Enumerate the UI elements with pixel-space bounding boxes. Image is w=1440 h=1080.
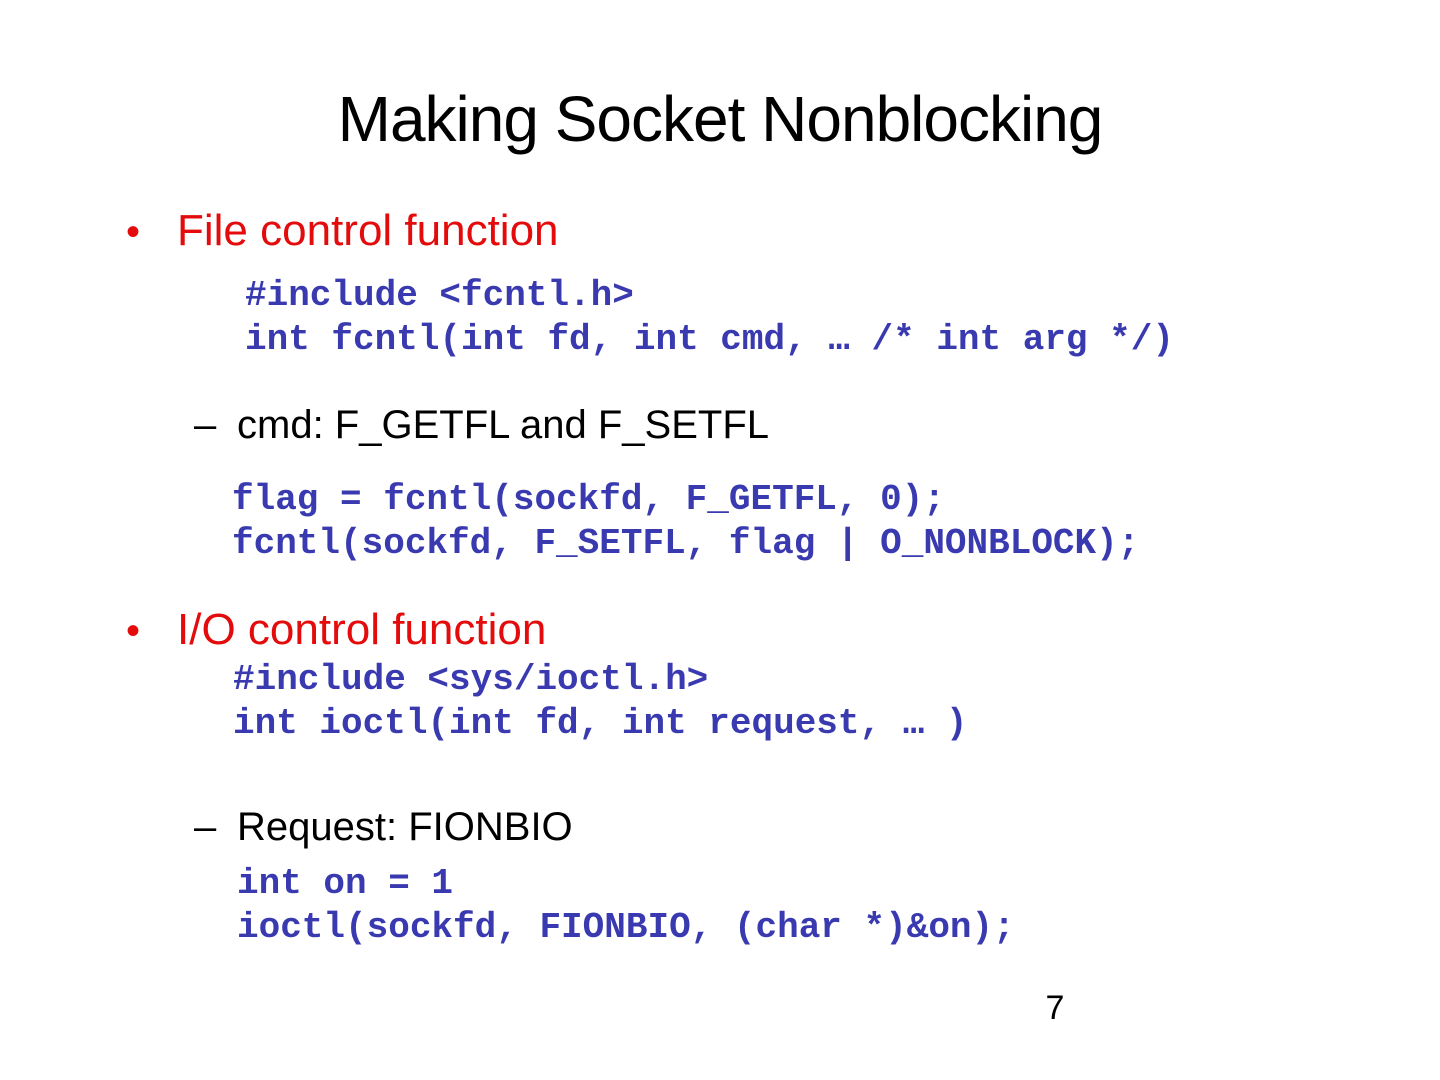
code-block-ioctl-example: int on = 1 ioctl(sockfd, FIONBIO, (char … (237, 862, 1015, 950)
code-line: flag = fcntl(sockfd, F_GETFL, 0); (232, 479, 945, 520)
section-heading-label: I/O control function (177, 605, 547, 654)
sub-item-label: Request: FIONBIO (237, 805, 573, 849)
code-line: ioctl(sockfd, FIONBIO, (char *)&on); (237, 907, 1015, 948)
bullet-icon: • (126, 609, 141, 653)
section-heading-label: File control function (177, 206, 559, 255)
code-line: int fcntl(int fd, int cmd, … /* int arg … (245, 319, 1174, 360)
section-heading-io-control: • I/O control function (126, 605, 546, 656)
sub-item-cmd: – cmd: F_GETFL and F_SETFL (194, 401, 769, 449)
bullet-icon: • (126, 210, 141, 254)
code-line: #include <sys/ioctl.h> (233, 659, 709, 700)
code-block-fcntl-example: flag = fcntl(sockfd, F_GETFL, 0); fcntl(… (232, 478, 1139, 566)
page-title: Making Socket Nonblocking (337, 83, 1104, 155)
section-heading-file-control: • File control function (126, 206, 559, 257)
page-number: 7 (1045, 989, 1065, 1027)
dash-icon: – (194, 403, 217, 447)
code-line: int ioctl(int fd, int request, … ) (233, 703, 968, 744)
sub-item-label: cmd: F_GETFL and F_SETFL (237, 403, 770, 447)
code-line: #include <fcntl.h> (245, 275, 634, 316)
dash-icon: – (194, 805, 217, 849)
code-line: fcntl(sockfd, F_SETFL, flag | O_NONBLOCK… (232, 523, 1140, 564)
code-line: int on = 1 (237, 863, 454, 904)
code-block-ioctl-prototype: #include <sys/ioctl.h> int ioctl(int fd,… (233, 658, 968, 746)
code-block-fcntl-prototype: #include <fcntl.h> int fcntl(int fd, int… (245, 274, 1174, 362)
sub-item-request: – Request: FIONBIO (194, 803, 573, 851)
